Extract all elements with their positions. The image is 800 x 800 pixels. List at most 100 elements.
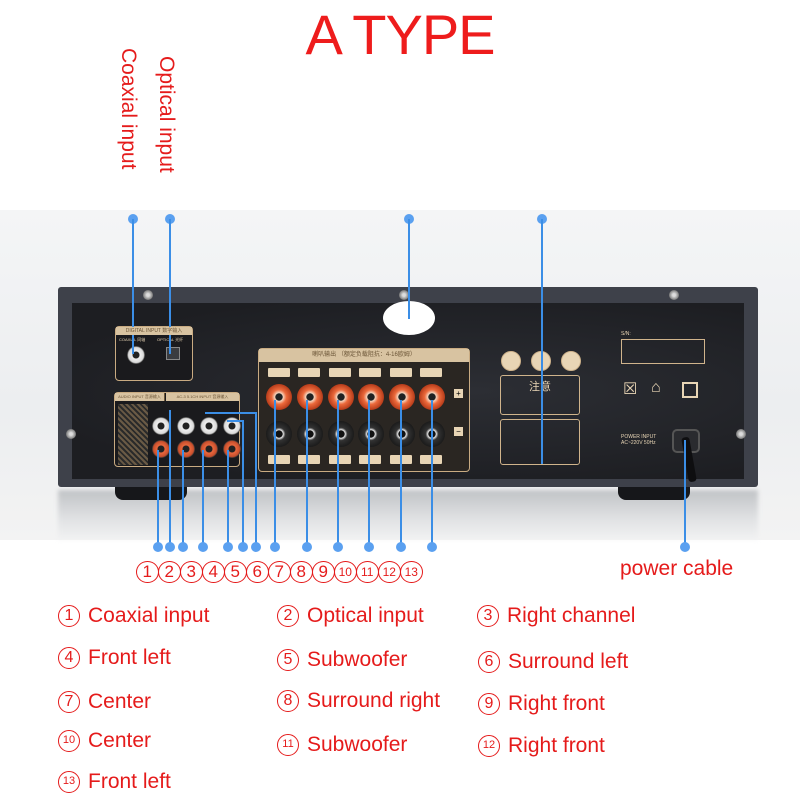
page-title: A TYPE	[305, 3, 495, 66]
legend-number: 13	[58, 771, 80, 793]
digital-input-header: DIGITAL INPUT 数字输入	[116, 327, 192, 335]
legend-label: Coaxial input	[88, 604, 210, 627]
screw	[669, 290, 679, 300]
legend-label: Center	[88, 729, 152, 752]
channel-tag	[359, 455, 381, 464]
power-input-text: POWER INPUT AC~220V 50Hz	[621, 434, 656, 446]
optical-input-vertical-label: Optical input	[155, 56, 178, 173]
legend-number: 2	[277, 605, 299, 627]
audio-input-header: AUDIO INPUT 音源输入	[115, 393, 165, 401]
speaker-post-red[interactable]	[389, 384, 415, 410]
power-input-spec: AC~220V 50Hz	[621, 440, 656, 446]
callout-number: 8	[290, 561, 313, 583]
coaxial-input-vertical-label: Coaxial input	[117, 48, 140, 170]
rca-jack-white[interactable]	[223, 417, 241, 435]
callout-number: 12	[378, 561, 401, 583]
power-cable-label: power cable	[620, 557, 734, 580]
speaker-post-black[interactable]	[297, 421, 323, 447]
callout-dot-3	[178, 542, 188, 552]
rca-jack-red[interactable]	[200, 440, 218, 458]
speaker-post-red[interactable]	[297, 384, 323, 410]
legend-label: Center	[88, 690, 152, 713]
legend-number: 8	[277, 690, 299, 712]
callout-dot-9	[302, 542, 312, 552]
legend-number: 1	[58, 605, 80, 627]
callout-dot-2	[165, 542, 175, 552]
callout-line-5	[227, 450, 229, 550]
speaker-post-red[interactable]	[358, 384, 384, 410]
amplifier-rear-panel: DIGITAL INPUT 数字输入 COAXIAL 同轴 OPTICAL 光纤…	[58, 287, 758, 487]
callout-dot-12	[396, 542, 406, 552]
callout-number: 5	[224, 561, 247, 583]
callout-line-12	[400, 400, 402, 550]
rca-jack-red[interactable]	[152, 440, 170, 458]
minus-icon: −	[454, 427, 463, 436]
callout-dot-6	[238, 542, 248, 552]
legend-label: Subwoofer	[307, 733, 408, 756]
legend-label: Right channel	[507, 604, 636, 627]
callout-line-coaxial	[132, 219, 134, 354]
callout-number: 2	[158, 561, 181, 583]
ac3-input-header: AC-3 5.1CH INPUT 音源输入	[166, 393, 239, 401]
rca-jack-white[interactable]	[200, 417, 218, 435]
speaker-post-red[interactable]	[328, 384, 354, 410]
callout-line-2	[169, 410, 171, 550]
legend-number: 11	[277, 734, 299, 756]
plus-icon: +	[454, 389, 463, 398]
callout-line-13	[431, 400, 433, 550]
legend-item: 3 Right channel	[477, 604, 635, 628]
audio-input-panel: AUDIO INPUT 音源输入 AC-3 5.1CH INPUT 音源输入	[114, 392, 241, 467]
certification-icon	[501, 351, 521, 371]
spec-label-box	[500, 419, 580, 465]
rca-jack-red[interactable]	[177, 440, 195, 458]
amplifier-foot-right	[618, 486, 690, 500]
callout-line-8	[274, 400, 276, 550]
callout-number-row: 1 2 3 4 5 6 7 8 9 10 11 12 13	[136, 561, 423, 583]
callout-dot-power	[680, 542, 690, 552]
callout-number: 1	[136, 561, 159, 583]
callout-number: 13	[400, 561, 423, 583]
callout-line-4	[202, 450, 204, 550]
rca-jack-white[interactable]	[177, 417, 195, 435]
caution-label: 注意	[529, 381, 551, 393]
callout-line-9	[306, 400, 308, 550]
speaker-post-black[interactable]	[389, 421, 415, 447]
speaker-post-black[interactable]	[266, 421, 292, 447]
speaker-post-black[interactable]	[358, 421, 384, 447]
legend-item: 8 Surround right	[277, 689, 440, 713]
speaker-post-black[interactable]	[328, 421, 354, 447]
legend-label: Subwoofer	[307, 648, 408, 671]
callout-line-10	[337, 400, 339, 550]
legend-number: 9	[478, 693, 500, 715]
callout-hline-7	[205, 412, 256, 414]
legend-item: 2 Optical input	[277, 604, 424, 628]
coaxial-jack[interactable]	[127, 346, 145, 364]
legend-item: 1 Coaxial input	[58, 604, 209, 628]
legend-number: 7	[58, 691, 80, 713]
callout-dot-5	[223, 542, 233, 552]
legend-label: Front left	[88, 646, 171, 669]
callout-line-label	[541, 219, 543, 464]
callout-line-7	[255, 412, 257, 550]
digital-input-panel: DIGITAL INPUT 数字输入 COAXIAL 同轴 OPTICAL 光纤	[115, 326, 193, 381]
legend-label: Surround right	[307, 689, 441, 712]
screw	[143, 290, 153, 300]
speaker-post-red[interactable]	[266, 384, 292, 410]
legend-item: 11 Subwoofer	[277, 733, 407, 757]
callout-dot-7	[251, 542, 261, 552]
legend-item: 12 Right front	[478, 734, 605, 758]
legend-item: 10 Center	[58, 729, 151, 753]
legend-label: Surround left	[508, 650, 629, 673]
callout-number: 11	[356, 561, 379, 583]
rca-jack-white[interactable]	[152, 417, 170, 435]
speaker-output-header: 喇叭输出 （额定负载阻抗：4-16欧姆）	[259, 349, 469, 362]
channel-tag	[268, 368, 290, 377]
caution-label-box: 注意	[500, 375, 580, 415]
callout-line-sticker	[408, 219, 410, 319]
legend-number: 5	[277, 649, 299, 671]
legend-number: 12	[478, 735, 500, 757]
callout-hline-6	[227, 420, 243, 422]
rca-jack-red[interactable]	[223, 440, 241, 458]
legend-number: 4	[58, 647, 80, 669]
screw	[736, 429, 746, 439]
